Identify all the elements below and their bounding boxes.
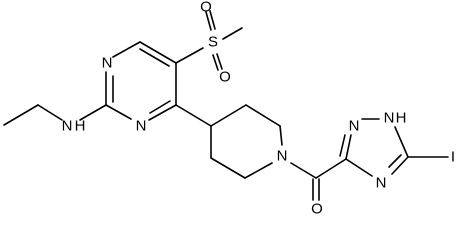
atom-labels: S O O N N N H N O N N H N I <box>62 0 456 218</box>
bond-pip-n-c6 <box>244 162 273 179</box>
atom-n-piperidine: N <box>277 148 288 165</box>
molecule-structure: S O O N N N H N O N N H N I <box>3 0 456 218</box>
bond-c5-c6-inner <box>139 48 170 67</box>
atom-n-amine: N <box>62 118 73 135</box>
bond-tri-c3-n2-inner <box>339 134 346 157</box>
atom-n-triazole-2: N <box>349 118 360 135</box>
bond-s-o-bottom-2 <box>212 54 219 71</box>
atom-s-sulfonyl: S <box>208 34 218 51</box>
atom-n-triazole-1: N <box>384 110 395 127</box>
atom-h-triazole: H <box>396 110 407 127</box>
bond-tri-n4-c3 <box>345 158 373 177</box>
bond-c5-c6 <box>139 41 177 64</box>
bond-carbonyl-c3 <box>315 158 347 179</box>
atom-i-iodo: I <box>451 149 455 166</box>
atom-o-sulfonyl-top: O <box>200 0 212 16</box>
atom-n-triazole-4: N <box>376 175 387 192</box>
bond-tri-c5-n4 <box>391 156 409 175</box>
bond-methyl-s <box>222 27 243 40</box>
bond-c4-pip <box>175 104 212 127</box>
atom-h-amine: H <box>75 118 86 135</box>
atom-n-pyrimidine-bottom: N <box>136 118 147 135</box>
atom-n-pyrimidine-top: N <box>102 55 113 72</box>
bonds <box>3 10 449 201</box>
bond-c2-nh <box>79 104 107 121</box>
bond-s-c5 <box>175 47 204 64</box>
bond-s-o-top-2 <box>209 10 216 30</box>
bond-c6-n1 <box>112 41 141 58</box>
bond-tri-c5-n4-inner <box>388 154 402 168</box>
bond-tri-n1-c5 <box>394 126 409 158</box>
bond-n3-c4-inner <box>149 100 171 114</box>
bond-c2-n3 <box>105 104 132 120</box>
bond-nh-ch2 <box>37 104 63 121</box>
atom-o-sulfonyl-bottom: O <box>219 69 231 86</box>
bond-s-o-bottom <box>216 53 223 70</box>
bond-tri-c3-n2 <box>345 134 352 160</box>
bond-pip-c6-c5 <box>210 157 246 179</box>
bond-n3-c4 <box>148 104 177 121</box>
bond-ch2-ch3 <box>3 104 39 126</box>
bond-n-carbonyl <box>290 162 317 179</box>
bond-pip-c4-c3 <box>210 104 247 127</box>
bond-s-o-top <box>205 11 212 31</box>
bond-pip-c3-c2 <box>245 104 281 127</box>
atom-o-carbonyl: O <box>311 201 323 218</box>
bond-pip-c2-n <box>279 125 283 146</box>
